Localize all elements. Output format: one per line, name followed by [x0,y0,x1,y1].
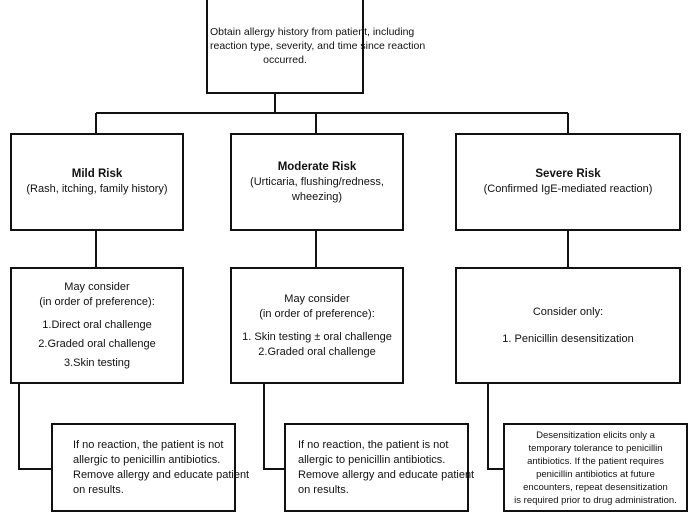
moderate-outcome-box: If no reaction, the patient is not aller… [284,423,474,512]
severe-outcome-line-6: is required prior to drug administration… [514,494,677,506]
mild-outcome-line-1: If no reaction, the patient is not [73,438,224,451]
moderate-option-item-2: 2.Graded oral challenge [258,345,376,358]
connector-mild-to-outcome [18,384,51,470]
moderate-risk-title: Moderate Risk [277,160,357,173]
severe-options-intro: Consider only: [532,305,604,318]
mild-options-intro-1: May consider [64,281,130,293]
moderate-option-item-1: 1. Skin testing ± oral challenge [242,330,392,343]
moderate-outcome-line-4: on results. [298,483,349,496]
mild-risk-description: (Rash, itching, family history) [26,183,168,195]
severe-outcome-line-4: penicillin antibiotics at future [536,468,655,480]
severe-risk-description: (Confirmed IgE-mediated reaction) [483,183,653,195]
allergy-history-box: Obtain allergy history from patient, inc… [206,0,426,94]
connector-severe-to-outcome [487,384,503,470]
moderate-risk-box: Moderate Risk (Urticaria, flushing/redne… [230,133,404,231]
moderate-options-intro-1: May consider [284,292,350,305]
severe-option-item-1: 1. Penicillin desensitization [502,332,634,345]
mild-risk-box: Mild Risk (Rash, itching, family history… [10,133,184,231]
mild-outcome-line-3: Remove allergy and educate patient [73,468,250,481]
mild-outcome-box: If no reaction, the patient is not aller… [51,423,249,512]
moderate-options-intro-2: (in order of preference): [259,307,375,320]
severe-outcome-box: Desensitization elicits only a temporary… [503,423,688,512]
moderate-outcome-line-1: If no reaction, the patient is not [298,438,449,451]
severe-options-box: Consider only: 1. Penicillin desensitiza… [455,267,681,384]
mild-option-item-2: 2.Graded oral challenge [38,338,156,350]
severe-outcome-line-2: temporary tolerance to penicillin [528,442,663,454]
mild-options-intro-2: (in order of preference): [39,296,155,308]
moderate-outcome-line-3: Remove allergy and educate patient [298,468,475,481]
moderate-options-box: May consider (in order of preference): 1… [230,267,404,384]
connector-moderate-to-outcome [263,384,284,470]
mild-outcome-line-4: on results. [73,483,124,496]
mild-risk-title: Mild Risk [71,168,123,180]
moderate-outcome-line-2: allergic to penicillin antibiotics. [298,453,446,466]
severe-outcome-line-1: Desensitization elicits only a [536,429,655,441]
severe-outcome-line-3: antibiotics. If the patient requires [527,455,664,467]
mild-option-item-3: 3.Skin testing [63,357,131,369]
severe-outcome-line-5: encounters, repeat desensitization [523,481,668,493]
mild-options-box: May consider (in order of preference): 1… [10,267,184,384]
allergy-history-text: Obtain allergy history from patient, inc… [210,26,426,66]
severe-risk-box: Severe Risk (Confirmed IgE-mediated reac… [455,133,681,231]
moderate-risk-description-line-2: wheezing) [291,190,343,203]
mild-outcome-line-2: allergic to penicillin antibiotics. [73,453,221,466]
severe-risk-title: Severe Risk [535,168,601,180]
moderate-risk-description-line-1: (Urticaria, flushing/redness, [250,175,384,188]
mild-option-item-1: 1.Direct oral challenge [42,319,152,331]
